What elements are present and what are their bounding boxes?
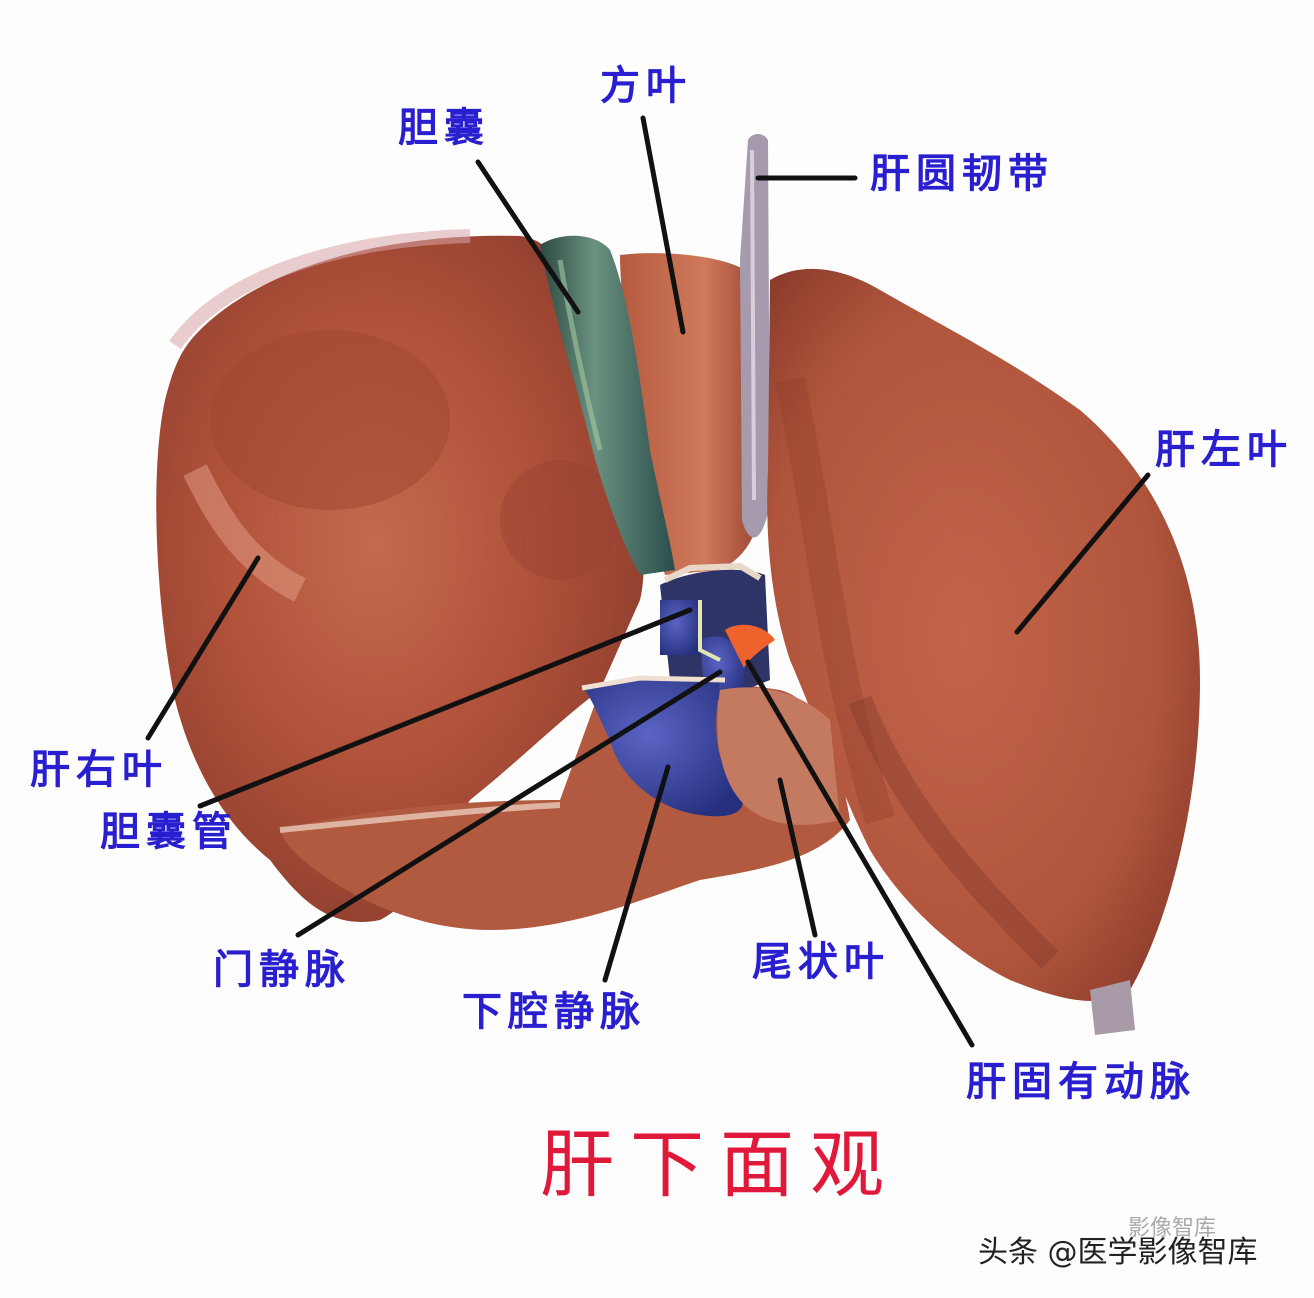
leader-quadrate-lobe [640,115,686,335]
label-quadrate-lobe: 方叶 [600,62,692,109]
inferior-vena-cava-shape [581,675,744,817]
ligamentum-venosum-stub [1090,980,1135,1035]
caudate-lobe-shape [717,687,840,825]
leader-caudate-lobe [777,777,818,938]
watermark: 影像智库 头条 @医学影像智库 [978,1218,1258,1270]
round-ligament-shape [740,134,770,538]
leader-left-lobe [1014,472,1151,635]
label-portal-vein: 门静脉 [213,946,351,993]
watermark-ghost-text: 影像智库 [1128,1216,1217,1241]
leader-cystic-duct [197,607,693,809]
gallbladder-shape [540,235,675,575]
watermark-text: 头条 @医学影像智库 [978,1235,1258,1270]
leader-right-lobe [145,555,261,741]
leader-inferior-vena-cava [602,764,671,983]
label-cystic-duct: 胆囊管 [100,808,238,855]
leader-gallbladder [475,159,581,315]
label-gallbladder: 胆囊 [398,104,490,151]
label-left-lobe: 肝左叶 [1155,426,1293,473]
porta-hepatis [660,562,775,700]
label-round-ligament: 肝圆韧带 [870,150,1054,197]
leader-proper-hepatic-artery [745,659,975,1048]
label-right-lobe: 肝右叶 [30,746,168,793]
right-lobe-shape [156,229,644,922]
label-proper-hepatic-artery: 肝固有动脉 [966,1058,1196,1105]
leader-lines [145,115,1151,1048]
leader-portal-vein [295,669,723,938]
label-caudate-lobe: 尾状叶 [752,938,890,985]
diagram-title: 肝下面观 [540,1122,900,1208]
label-inferior-vena-cava: 下腔静脉 [462,988,646,1035]
left-lobe-shape [767,268,1200,1001]
